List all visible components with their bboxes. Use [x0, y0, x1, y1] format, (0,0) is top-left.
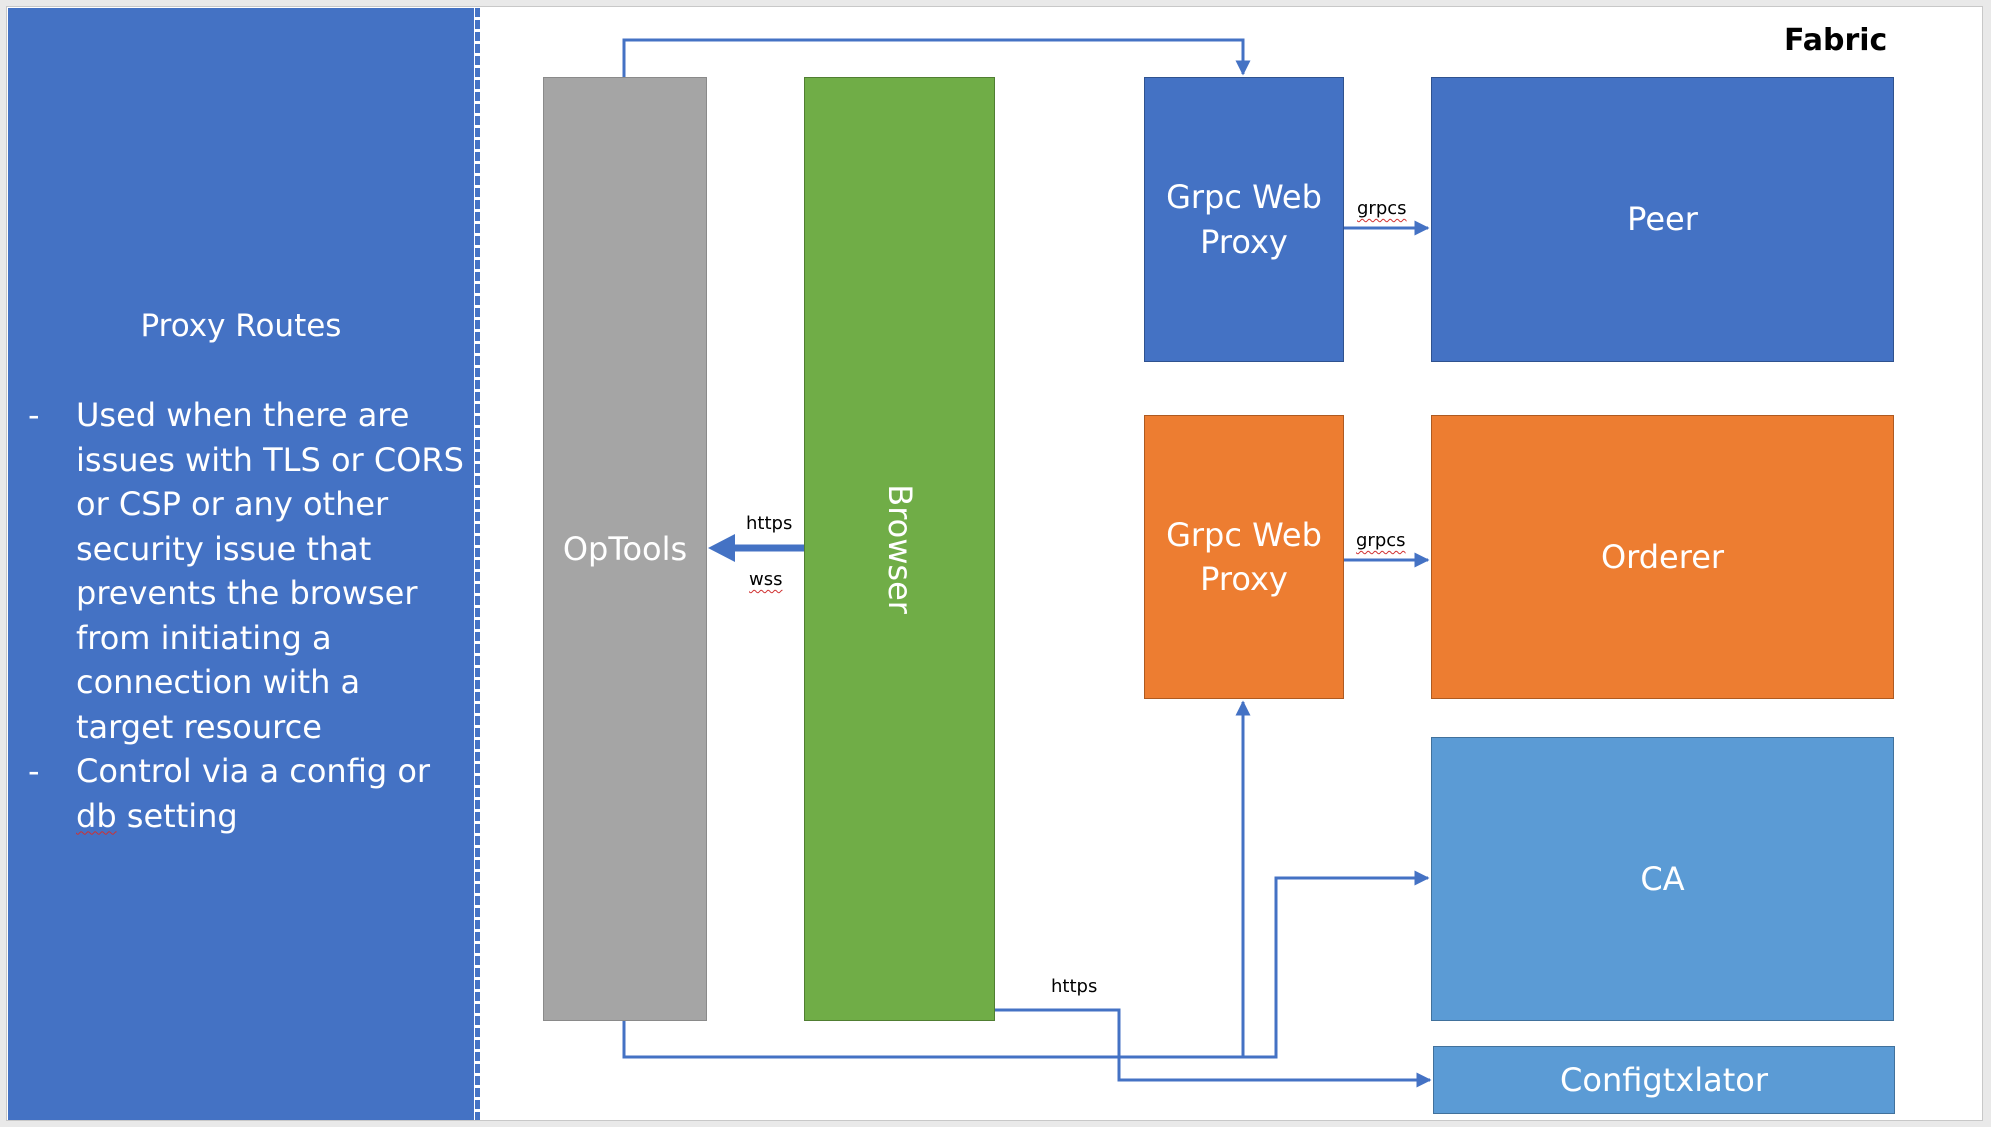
orderer-grpc-proxy-node: Grpc Web Proxy	[1144, 415, 1344, 699]
optools-label: OpTools	[562, 529, 688, 568]
browser-to-configtxlator-connector	[995, 1008, 1432, 1088]
peer-node: Peer	[1431, 77, 1894, 362]
configtxlator-label: Configtxlator	[1560, 1060, 1768, 1099]
browser-to-optools-arrowhead	[708, 534, 735, 562]
orderer-label: Orderer	[1600, 537, 1725, 576]
browser-label: Browser	[880, 484, 919, 614]
peer-grpc-proxy-label: Grpc Web Proxy	[1166, 178, 1322, 261]
bullet-text-before: Control via a config or	[76, 752, 431, 790]
ca-label: CA	[1640, 859, 1685, 898]
peer-grpc-proxy-node: Grpc Web Proxy	[1144, 77, 1344, 362]
edge-label-https: https	[746, 513, 793, 534]
spellcheck-flagged-word: db	[76, 796, 117, 835]
dashed-divider	[475, 8, 480, 1120]
optools-bottom-bus-connector	[622, 870, 1430, 1059]
edge-label-wss: wss	[749, 569, 783, 590]
optools-node: OpTools	[543, 77, 707, 1021]
configtxlator-node: Configtxlator	[1433, 1046, 1895, 1114]
side-panel-title: Proxy Routes	[140, 308, 342, 344]
browser-node: Browser	[804, 77, 995, 1021]
bullet-text-after: setting	[116, 796, 238, 835]
bullet-list: - Used when there are issues with TLS or…	[24, 393, 464, 838]
side-panel: Proxy Routes - Used when there are issue…	[8, 8, 480, 1120]
optools-to-peer-proxy-connector	[622, 38, 1251, 77]
orderer-node: Orderer	[1431, 415, 1894, 699]
edge-label-grpcs-orderer: grpcs	[1356, 530, 1406, 551]
orderer-grpc-proxy-label: Grpc Web Proxy	[1166, 515, 1322, 598]
edge-label-grpcs-peer: grpcs	[1357, 198, 1407, 219]
edge-label-https-configtxlator: https	[1051, 976, 1098, 997]
bullet-text: Used when there are issues with TLS or C…	[76, 396, 464, 746]
bullet-item: - Control via a config or db setting	[24, 749, 464, 838]
bullet-item: - Used when there are issues with TLS or…	[24, 393, 464, 749]
bullet-dash: -	[28, 752, 40, 790]
ca-node: CA	[1431, 737, 1894, 1021]
bullet-dash: -	[28, 396, 40, 434]
fabric-region-label: Fabric	[1784, 23, 1888, 58]
peer-label: Peer	[1627, 200, 1698, 239]
